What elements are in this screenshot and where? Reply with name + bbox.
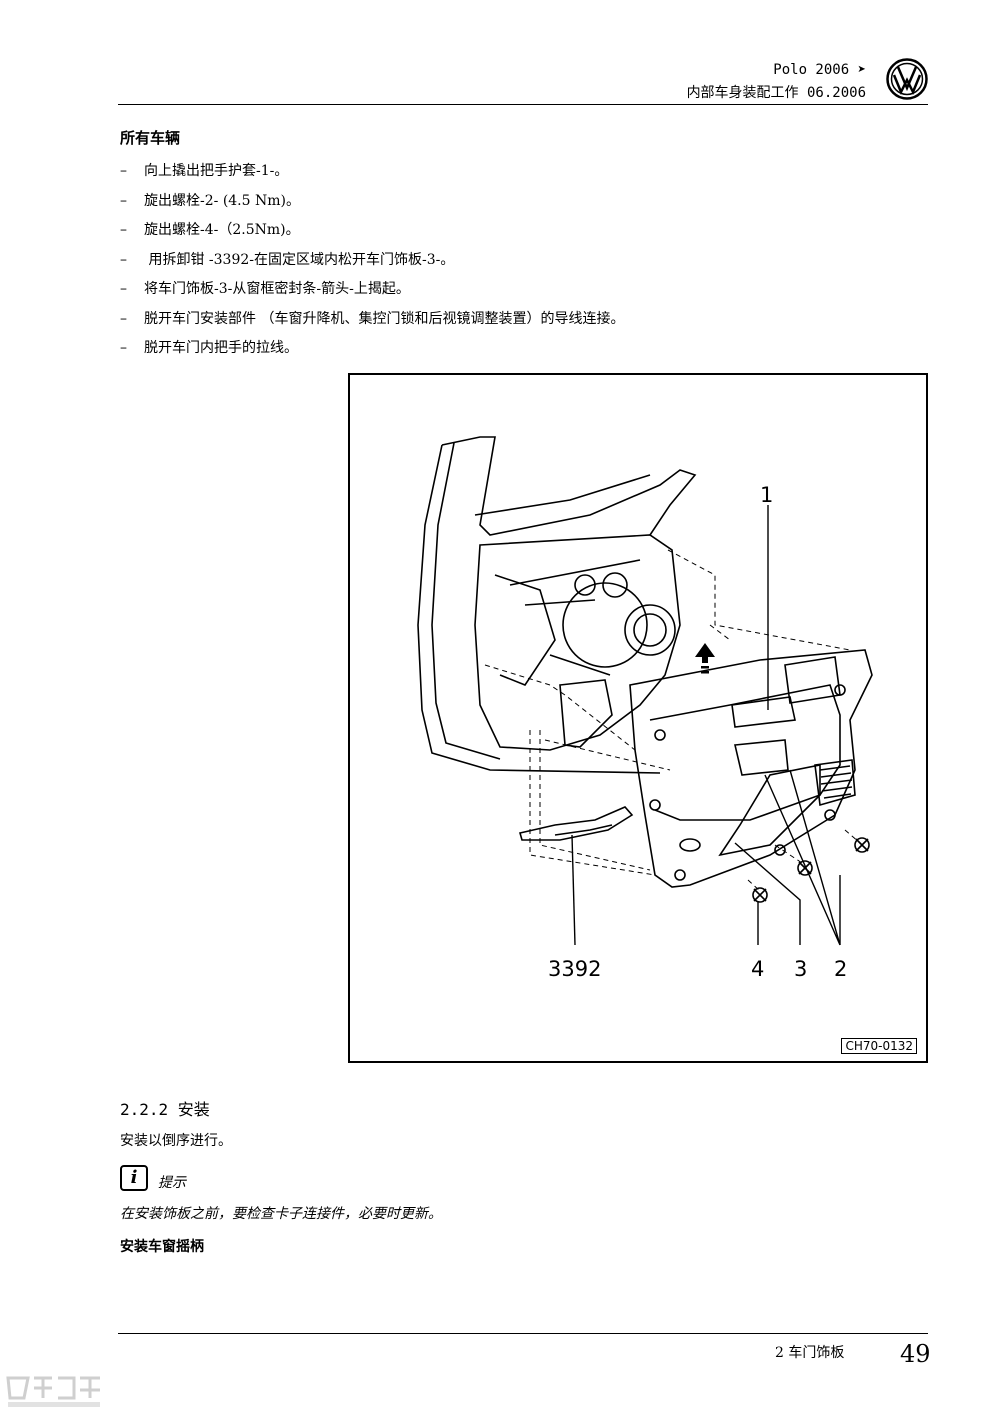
callout-3392: 3392 xyxy=(548,957,602,981)
step-dash: – xyxy=(120,251,127,268)
window-frame xyxy=(441,436,697,536)
step-item: – 旋出螺栓-4-（2.5Nm)。 xyxy=(120,219,920,249)
note-text: 在安装饰板之前，要检查卡子连接件，必要时更新。 xyxy=(120,1206,442,1222)
screw-4 xyxy=(752,887,768,903)
step-dash: – xyxy=(120,192,127,209)
step-item: – 用拆卸钳 -3392-在固定区域内松开车门饰板-3-。 xyxy=(120,249,920,279)
callout-2: 2 xyxy=(834,957,848,981)
door-frame xyxy=(417,444,661,774)
footer-rule xyxy=(118,1333,928,1334)
figure-code: CH70-0132 xyxy=(841,1038,917,1054)
door-trim-panel xyxy=(629,649,873,888)
speaker-cutout xyxy=(562,582,648,668)
step-text: 旋出螺栓-2- (4.5 Nm)。 xyxy=(144,192,300,209)
footer-chapter: 2 车门饰板 xyxy=(775,1345,845,1361)
header-section: 内部车身装配工作 06.2006 xyxy=(686,85,866,101)
header-model: Polo 2006 ➤ xyxy=(773,62,866,78)
arrow-up-icon xyxy=(695,643,715,674)
door-handle-recess xyxy=(731,696,796,728)
door-frame-inner xyxy=(431,442,501,760)
leader-3 xyxy=(734,842,801,945)
step-item: –旋出螺栓-2- (4.5 Nm)。 xyxy=(120,190,920,220)
leader-3392 xyxy=(571,834,576,946)
door-inner-panel xyxy=(474,534,681,751)
step-dash: – xyxy=(120,310,127,327)
step-item: –脱开车门安装部件 （车窗升降机、集控门锁和后视镜调整装置）的导线连接。 xyxy=(120,308,920,338)
door-trim-illustration xyxy=(417,436,873,946)
removal-steps: –向上撬出把手护套-1-。 –旋出螺栓-2- (4.5 Nm)。 –旋出螺栓-4… xyxy=(120,160,920,367)
step-text: 旋出螺栓-4-（2.5Nm)。 xyxy=(144,222,300,238)
step-text: 向上撬出把手护套-1-。 xyxy=(144,163,289,179)
note-title: 提示 xyxy=(158,1175,186,1191)
page-number: 49 xyxy=(900,1340,931,1368)
window-frame-inner xyxy=(474,474,651,516)
callout-4: 4 xyxy=(751,957,765,981)
step-dash: – xyxy=(120,163,127,179)
door-trim-figure: 1 3392 4 3 2 CH70-0132 xyxy=(348,373,928,1063)
leader-2 xyxy=(764,769,841,946)
step-text: 脱开车门内把手的拉线。 xyxy=(144,340,298,356)
step-dash: – xyxy=(120,281,127,297)
install-heading: 2.2.2 安装 xyxy=(120,1100,210,1119)
callout-3: 3 xyxy=(794,957,808,981)
vw-logo-icon xyxy=(886,58,928,100)
step-text: 用拆卸钳 -3392-在固定区域内松开车门饰板-3-。 xyxy=(144,251,455,268)
step-dash: – xyxy=(120,340,127,356)
removal-heading: 所有车辆 xyxy=(120,129,181,147)
install-text: 安装以倒序进行。 xyxy=(120,1133,232,1149)
xcar-watermark-icon xyxy=(6,1376,100,1407)
callout-1: 1 xyxy=(760,483,774,507)
speaker-grille xyxy=(814,759,856,807)
trim-removal-tool xyxy=(518,806,634,841)
page-header: Polo 2006 ➤ 内部车身装配工作 06.2006 xyxy=(118,58,928,106)
install-subheading: 安装车窗摇柄 xyxy=(120,1239,204,1255)
step-text: 将车门饰板-3-从窗框密封条-箭头-上揭起。 xyxy=(144,281,410,297)
screw-2a xyxy=(797,860,813,876)
screw-2b xyxy=(854,837,870,853)
step-dash: – xyxy=(120,222,127,238)
header-rule xyxy=(118,104,928,105)
step-item: – 将车门饰板-3-从窗框密封条-箭头-上揭起。 xyxy=(120,278,920,308)
step-text: 脱开车门安装部件 （车窗升降机、集控门锁和后视镜调整装置）的导线连接。 xyxy=(144,310,625,327)
step-item: – 脱开车门内把手的拉线。 xyxy=(120,337,920,367)
info-icon: i xyxy=(120,1165,148,1191)
step-item: – 向上撬出把手护套-1-。 xyxy=(120,160,920,190)
